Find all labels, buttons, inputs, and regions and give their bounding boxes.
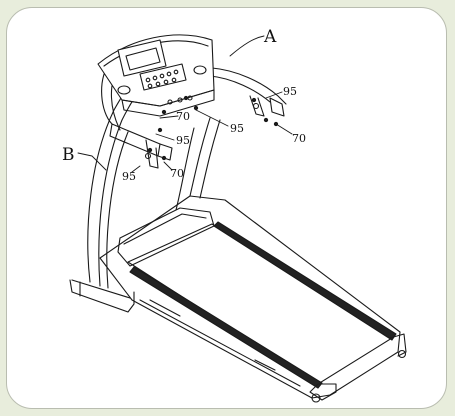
label-b: B	[62, 145, 75, 165]
label-70-top-left: 70	[176, 110, 190, 123]
label-a: A	[263, 27, 277, 47]
handrail-right	[209, 67, 287, 117]
leader-lines	[77, 35, 293, 173]
label-95-bottom: 95	[122, 170, 136, 183]
label-95-mid: 95	[230, 122, 244, 135]
label-95-left: 95	[176, 134, 190, 147]
label-70-bottom: 70	[170, 167, 184, 180]
treadmill-deck	[69, 195, 407, 403]
upright-right	[175, 117, 221, 211]
label-95-top: 95	[283, 85, 297, 98]
console	[97, 34, 215, 117]
label-70-right: 70	[292, 132, 306, 145]
bolt-markers	[147, 95, 279, 161]
